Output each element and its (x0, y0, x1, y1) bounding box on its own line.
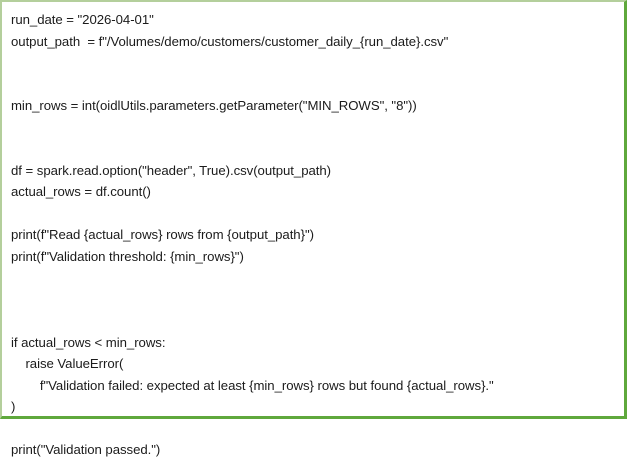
code-line-blank[interactable] (11, 52, 618, 74)
code-line-blank[interactable] (11, 418, 618, 440)
code-line[interactable]: output_path = f"/Volumes/demo/customers/… (11, 33, 449, 49)
code-line-blank[interactable] (11, 138, 618, 160)
code-line-blank[interactable] (11, 289, 618, 311)
code-line[interactable]: actual_rows = df.count() (11, 184, 151, 199)
code-line[interactable]: ) (11, 399, 16, 414)
code-line[interactable]: min_rows = int(oidlUtils.parameters.getP… (11, 98, 417, 113)
code-line[interactable]: run_date = "2026-04-01" (11, 12, 154, 27)
code-line-blank[interactable] (11, 203, 618, 225)
code-line[interactable]: f"Validation failed: expected at least {… (11, 377, 494, 393)
code-line[interactable]: df = spark.read.option("header", True).c… (11, 162, 331, 178)
code-line-blank[interactable] (11, 267, 618, 289)
code-line-blank[interactable] (11, 310, 618, 332)
code-editor-body[interactable]: run_date = "2026-04-01" output_path = f"… (2, 9, 624, 461)
code-line[interactable]: print(f"Read {actual_rows} rows from {ou… (11, 227, 314, 242)
code-line-blank[interactable] (11, 74, 618, 96)
code-line[interactable]: raise ValueError( (11, 356, 124, 371)
code-line-blank[interactable] (11, 117, 618, 139)
code-line[interactable]: if actual_rows < min_rows: (11, 334, 166, 350)
code-line[interactable]: print("Validation passed.") (11, 442, 161, 457)
code-line[interactable]: print(f"Validation threshold: {min_rows}… (11, 248, 244, 264)
